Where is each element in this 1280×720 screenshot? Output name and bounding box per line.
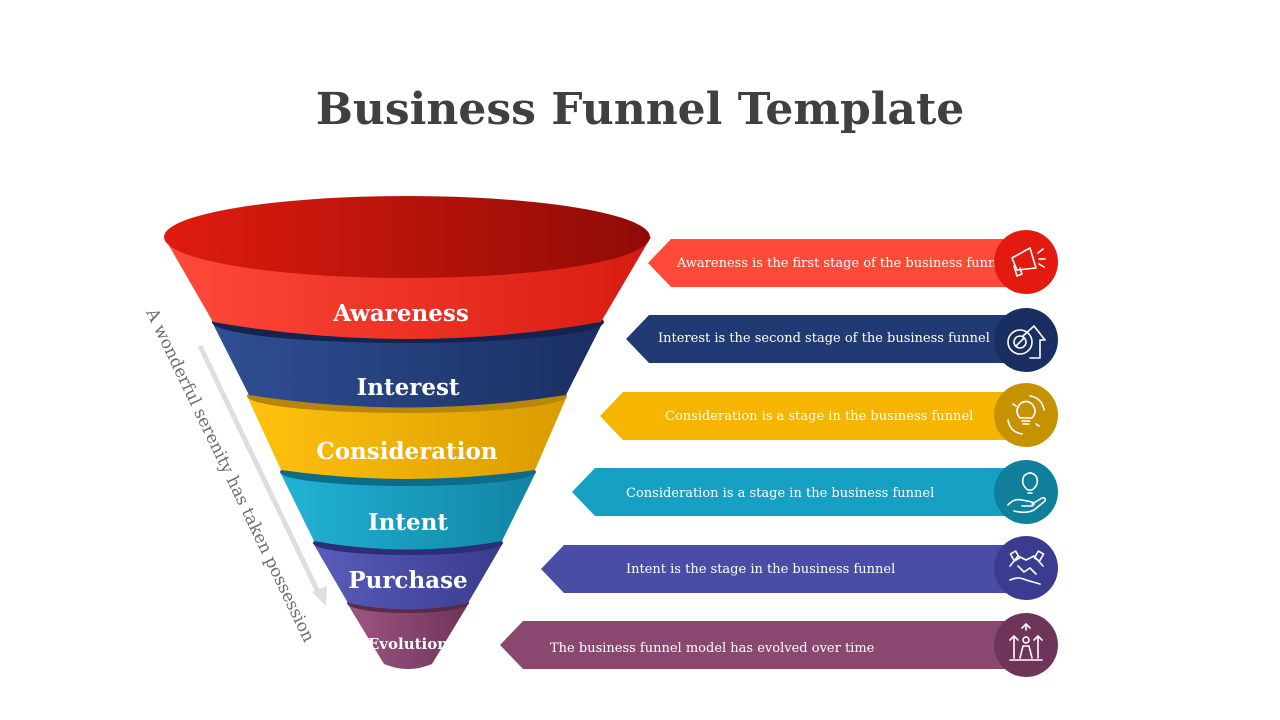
stage-banner-interest: Interest is the second stage of the busi… [626,315,1030,363]
stage-banner-awareness: Awareness is the first stage of the busi… [648,239,1030,287]
funnel-label-awareness: Awareness [332,300,469,327]
funnel-label-interest: Interest [356,374,459,401]
stage-banner-evolution: The business funnel model has evolved ov… [500,621,1030,669]
funnel-label-purchase: Purchase [348,567,467,594]
stage-banner-purchase: Intent is the stage in the business funn… [541,545,1030,593]
hand-lightbulb-icon [994,460,1058,524]
stage-banner-consideration: Consideration is a stage in the business… [600,392,1030,440]
funnel: Evolution Purchase Intent Consideration … [164,196,651,669]
growth-target-icon [994,308,1058,372]
progress-arrow [197,344,327,606]
stage-description-evolution: The business funnel model has evolved ov… [550,641,875,656]
funnel-label-consideration: Consideration [316,438,497,465]
stage-description-awareness: Awareness is the first stage of the busi… [676,256,1008,271]
stage-description-consideration: Consideration is a stage in the business… [665,409,973,424]
funnel-label-evolution: Evolution [368,635,448,653]
stage-description-intent: Consideration is a stage in the business… [626,486,934,501]
stage-description-interest: Interest is the second stage of the busi… [658,331,990,346]
stage-description-purchase: Intent is the stage in the business funn… [626,562,895,577]
growth-person-icon [994,613,1058,677]
funnel-layer-evolution: Evolution [347,593,469,669]
megaphone-icon [994,230,1058,294]
idea-cycle-icon [994,383,1058,447]
funnel-label-intent: Intent [368,509,448,536]
stage-banner-intent: Consideration is a stage in the business… [572,468,1030,516]
page-title: Business Funnel Template [316,84,965,135]
handshake-icon [994,536,1058,600]
funnel-layer-awareness: Awareness [164,196,651,339]
